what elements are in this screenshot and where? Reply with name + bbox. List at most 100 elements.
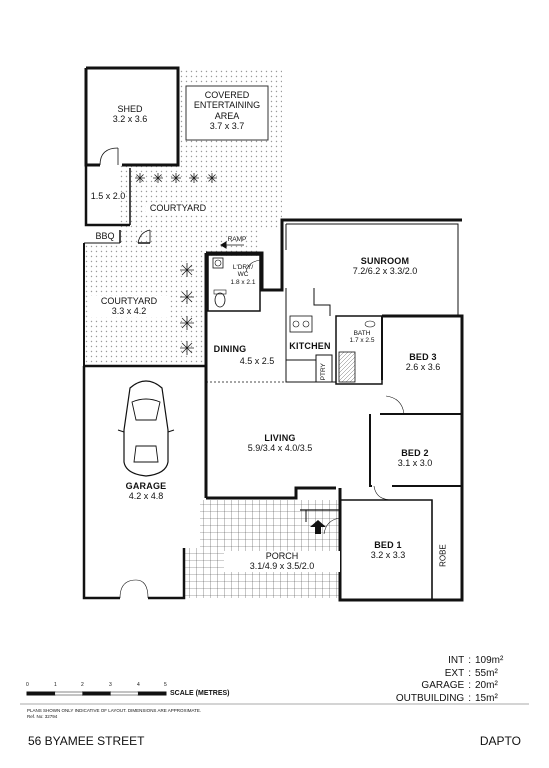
disclaimer-text: PLANS SHOWN ONLY INDICATIVE OF LAYOUT. D… — [27, 708, 202, 713]
bed1-dims: 3.2 x 3.3 — [370, 550, 406, 561]
pantry-name: PTRY — [320, 363, 328, 381]
area-value: 109m² — [475, 655, 504, 666]
courtyard-left-name: COURTYARD — [90, 296, 168, 307]
scale-tick: 2 — [81, 682, 84, 688]
room-bbq: BBQ — [90, 231, 120, 241]
room-shed: SHED 3.2 x 3.6 — [100, 104, 160, 125]
shed-dims: 3.2 x 3.6 — [112, 114, 148, 125]
area-label: INT — [448, 655, 465, 666]
robe-name: ROBE — [438, 544, 448, 567]
planter-icons — [135, 173, 217, 355]
room-living: LIVING 5.9/3.4 x 4.0/3.5 — [228, 433, 332, 454]
shed-name: SHED — [117, 104, 143, 114]
entry-arrow-icon — [310, 520, 326, 534]
room-bath: BATH 1.7 x 2.5 — [344, 330, 380, 345]
room-dining-dims: 4.5 x 2.5 — [232, 356, 282, 366]
store-walls — [84, 165, 131, 227]
courtyard-top-name: COURTYARD — [146, 203, 210, 214]
area-row-int: INT: 109m² — [396, 655, 519, 668]
porch-tiles — [184, 500, 340, 598]
covered-dims: 3.7 x 3.7 — [209, 121, 245, 132]
room-robe: ROBE — [426, 544, 460, 567]
car-icon — [117, 380, 175, 477]
ramp-label: RAMP — [226, 236, 248, 243]
covered-line3: AREA — [214, 110, 240, 121]
bed2-dims: 3.1 x 3.0 — [397, 458, 433, 469]
ramp-arrow-icon — [220, 241, 244, 249]
area-label: EXT — [444, 667, 465, 679]
disclaimer: PLANS SHOWN ONLY INDICATIVE OF LAYOUT. D… — [27, 708, 201, 719]
sunroom-name: SUNROOM — [360, 256, 410, 266]
scale-title: SCALE (METRES) — [170, 690, 230, 697]
area-value: 15m² — [475, 692, 498, 704]
porch-name: PORCH — [224, 551, 340, 562]
scale-tick: 5 — [164, 682, 167, 688]
scale-tick: 1 — [54, 682, 57, 688]
area-row-garage: GARAGE: 20m² — [396, 680, 519, 693]
room-bed3: BED 3 2.6 x 3.6 — [398, 352, 448, 373]
room-laundry: L'DRY/ WC 1.8 x 2.1 — [226, 264, 260, 286]
living-details — [206, 381, 340, 522]
area-row-ext: EXT: 55m² — [396, 668, 519, 681]
garage-dims: 4.2 x 4.8 — [128, 491, 164, 502]
store-dims: 1.5 x 2.0 — [90, 191, 126, 201]
area-summary: INT: 109m² EXT: 55m² GARAGE: 20m² OUTBUI… — [396, 655, 519, 705]
room-pantry: PTRY — [315, 360, 333, 381]
house-walls — [204, 218, 464, 602]
room-bed2: BED 2 3.1 x 3.0 — [390, 448, 440, 469]
courtyard-walls — [83, 229, 151, 368]
laundry-walls — [207, 254, 261, 312]
bath-walls — [335, 315, 383, 385]
suburb-name: DAPTO — [479, 734, 521, 748]
kitchen-name: KITCHEN — [289, 341, 331, 351]
area-value: 20m² — [475, 680, 498, 691]
room-dining-title: DINING — [210, 344, 250, 354]
living-dims: 5.9/3.4 x 4.0/3.5 — [247, 443, 313, 454]
room-porch: PORCH 3.1/4.9 x 3.5/2.0 — [224, 551, 340, 572]
area-row-outbuilding: OUTBUILDING: 15m² — [396, 693, 519, 706]
bath-name: BATH — [353, 330, 371, 337]
bed3-name: BED 3 — [409, 352, 437, 362]
sunroom-dims: 7.2/6.2 x 3.3/2.0 — [352, 266, 418, 277]
living-name: LIVING — [264, 433, 296, 443]
courtyard-left-dims: 3.3 x 4.2 — [90, 306, 168, 317]
scale-tick: 4 — [137, 682, 140, 688]
scale-tick: 3 — [109, 682, 112, 688]
room-bed1: BED 1 3.2 x 3.3 — [360, 540, 416, 561]
laundry-dims: 1.8 x 2.1 — [230, 278, 256, 286]
room-sunroom: SUNROOM 7.2/6.2 x 3.3/2.0 — [324, 256, 446, 277]
bed2-name: BED 2 — [401, 448, 429, 458]
area-label: OUTBUILDING — [395, 692, 465, 704]
bath-dims: 1.7 x 2.5 — [349, 337, 375, 345]
area-value: 55m² — [475, 667, 498, 679]
bed3-walls — [380, 316, 462, 415]
room-store: 1.5 x 2.0 — [88, 191, 128, 201]
covered-area-outline — [185, 85, 269, 141]
room-covered-area: COVERED ENTERTAINING AREA 3.7 x 3.7 — [186, 90, 268, 131]
sunroom-outline — [285, 223, 459, 316]
area-label: GARAGE — [421, 680, 465, 691]
ramp-name: RAMP — [227, 236, 247, 243]
garage-name: GARAGE — [125, 481, 167, 491]
covered-line2: ENTERTAINING — [193, 100, 261, 111]
room-kitchen: KITCHEN — [286, 341, 334, 351]
porch-dims: 3.1/4.9 x 3.5/2.0 — [224, 561, 340, 572]
room-courtyard-left: COURTYARD 3.3 x 4.2 — [90, 296, 168, 317]
street-address: 56 BYAMEE STREET — [28, 734, 145, 748]
garage-walls — [82, 364, 206, 600]
room-courtyard-top: COURTYARD — [146, 203, 210, 214]
scale-bar — [26, 691, 167, 696]
bed1-walls — [323, 499, 433, 600]
laundry-name: L'DRY/ — [232, 264, 254, 271]
dining-name: DINING — [213, 344, 247, 354]
bbq-name: BBQ — [95, 231, 115, 241]
room-garage: GARAGE 4.2 x 4.8 — [118, 481, 174, 502]
scale-tick: 0 — [26, 682, 29, 688]
covered-line1: COVERED — [204, 90, 250, 100]
laundry-name2: WC — [237, 271, 249, 279]
bed1-name: BED 1 — [374, 540, 402, 550]
bed3-dims: 2.6 x 3.6 — [405, 362, 441, 373]
dining-dims: 4.5 x 2.5 — [239, 356, 275, 366]
reference-number: Ref. No: 32794 — [27, 713, 58, 719]
